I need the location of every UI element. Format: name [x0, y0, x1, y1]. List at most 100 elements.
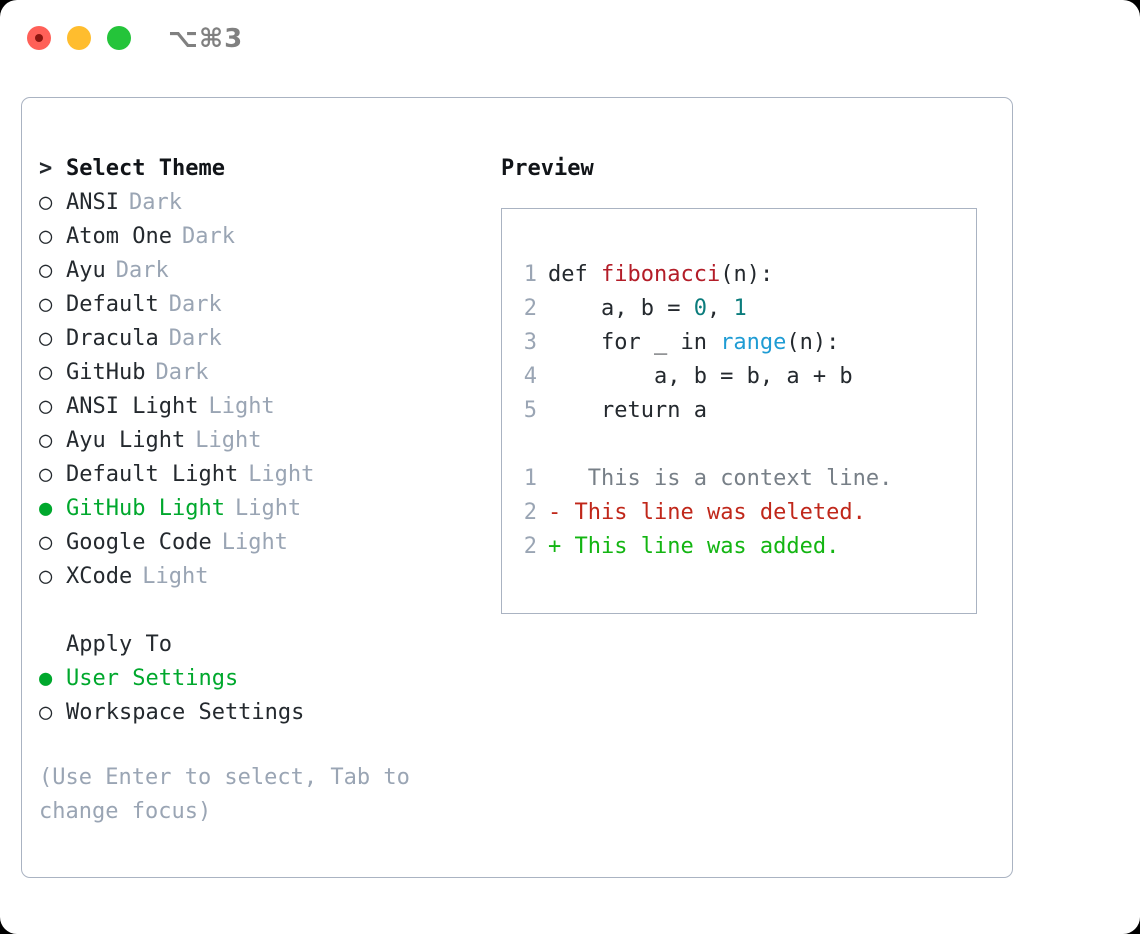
preview-code-box: 1 def fibonacci (n): 2 a, b = 0, 1 3 for _ i…: [501, 208, 977, 614]
apply-to-option-list: ●User Settings ○ Workspace Settings: [39, 662, 489, 730]
diff-line-number: 2: [523, 534, 537, 559]
theme-option-variant-badge: Light: [142, 564, 209, 589]
diff-line-content: This line was deleted.: [561, 500, 866, 525]
theme-option-label: Dracula: [66, 326, 159, 351]
keyboard-shortcut-label: ⌥⌘3: [168, 24, 244, 54]
theme-option-variant-badge: Dark: [168, 292, 222, 317]
diff-line-context: 1 This is a context line.: [502, 462, 976, 496]
radio-selected-icon[interactable]: ●: [39, 496, 53, 521]
theme-option-variant-badge: Dark: [128, 190, 182, 215]
apply-to-option-user-settings[interactable]: ●User Settings: [39, 662, 489, 696]
theme-option-variant-badge: Dark: [155, 360, 209, 385]
code-token-plain: a, b =: [548, 296, 694, 321]
code-line-number: 5: [523, 398, 537, 423]
radio-unselected-icon[interactable]: ○: [39, 258, 53, 283]
radio-unselected-icon[interactable]: ○: [39, 224, 53, 249]
close-button-icon[interactable]: [27, 26, 51, 50]
radio-unselected-icon[interactable]: ○: [39, 292, 53, 317]
code-line-number: 1: [523, 262, 537, 287]
code-token-num: 0: [693, 296, 707, 321]
code-token-fn: fibonacci: [600, 262, 721, 287]
radio-unselected-icon[interactable]: ○: [39, 394, 53, 419]
apply-to-heading-indent: ○: [39, 628, 66, 662]
theme-option-variant-badge: Dark: [181, 224, 235, 249]
theme-option-variant-badge: Light: [221, 530, 288, 555]
theme-option-google-code[interactable]: ○ Google Code Light: [39, 526, 489, 560]
radio-unselected-icon[interactable]: ○: [39, 700, 53, 725]
theme-option-github[interactable]: ○ GitHub Dark: [39, 356, 489, 390]
theme-option-variant-badge: Light: [248, 462, 315, 487]
minimize-button-icon[interactable]: [67, 26, 91, 50]
select-theme-heading: > Select Theme: [39, 152, 489, 186]
code-line: 5 return a: [502, 394, 976, 428]
radio-unselected-icon[interactable]: ○: [39, 360, 53, 385]
select-theme-heading-label: Select Theme: [66, 156, 225, 181]
code-token-plain: (n):: [786, 330, 840, 355]
radio-unselected-icon[interactable]: ○: [39, 462, 53, 487]
radio-unselected-icon[interactable]: ○: [39, 190, 53, 215]
diff-line-del: 2- This line was deleted.: [502, 496, 976, 530]
code-sample: 1 def fibonacci (n): 2 a, b = 0, 1 3 for _ i…: [502, 258, 976, 428]
maximize-button-icon[interactable]: [107, 26, 131, 50]
diff-line-content: This line was added.: [561, 534, 840, 559]
code-token-plain: a, b = b, a + b: [548, 364, 853, 389]
radio-unselected-icon[interactable]: ○: [39, 530, 53, 555]
radio-unselected-icon[interactable]: ○: [39, 564, 53, 589]
prompt-caret-icon: >: [39, 156, 53, 181]
title-bar: ⌥⌘3: [0, 0, 1140, 78]
diff-line-add: 2+ This line was added.: [502, 530, 976, 564]
apply-to-option-workspace-settings[interactable]: ○ Workspace Settings: [39, 696, 489, 730]
diff-sign-del: -: [548, 500, 562, 525]
diff-line-number: 2: [523, 500, 537, 525]
preview-panel: Preview 1 def fibonacci (n): 2 a, b = 0, 1 3…: [501, 152, 981, 614]
theme-option-atom-one[interactable]: ○ Atom One Dark: [39, 220, 489, 254]
code-token-plain: def: [548, 262, 601, 287]
code-diff-spacer: [502, 428, 976, 462]
code-line-number: 3: [523, 330, 537, 355]
theme-option-default[interactable]: ○ Default Dark: [39, 288, 489, 322]
apply-to-heading: ○Apply To: [39, 628, 489, 662]
preview-title: Preview: [501, 156, 594, 181]
list-spacer: [39, 594, 489, 628]
diff-line-content: This is a context line.: [561, 466, 893, 491]
apply-to-option-label: Workspace Settings: [66, 700, 305, 725]
theme-option-label: ANSI Light: [66, 394, 199, 419]
diff-sign-context: [548, 462, 561, 496]
theme-option-label: GitHub Light: [66, 496, 225, 521]
theme-option-label: Atom One: [66, 224, 172, 249]
radio-selected-icon[interactable]: ●: [39, 666, 53, 691]
theme-option-label: Default: [66, 292, 159, 317]
theme-option-variant-badge: Dark: [115, 258, 169, 283]
keyboard-hint-text: (Use Enter to select, Tab to change focu…: [39, 765, 410, 824]
theme-option-ansi-light[interactable]: ○ ANSI Light Light: [39, 390, 489, 424]
theme-option-variant-badge: Light: [208, 394, 275, 419]
apply-to-heading-label: Apply To: [66, 632, 172, 657]
code-line-number: 2: [523, 296, 537, 321]
code-line-content: return a: [548, 394, 707, 428]
code-token-num: 1: [733, 296, 747, 321]
theme-option-label: XCode: [66, 564, 133, 589]
theme-option-label: Google Code: [66, 530, 212, 555]
code-line: 2 a, b = 0, 1: [502, 292, 976, 326]
window-controls: [27, 26, 131, 50]
radio-unselected-icon[interactable]: ○: [39, 428, 53, 453]
code-line-content: for _ in range(n):: [548, 326, 839, 360]
diff-sample: 1 This is a context line.2- This line wa…: [502, 462, 976, 564]
code-line-content: a, b = 0, 1: [548, 292, 747, 326]
theme-option-label: GitHub: [66, 360, 146, 385]
theme-option-variant-badge: Light: [195, 428, 262, 453]
radio-unselected-icon[interactable]: ○: [39, 326, 53, 351]
theme-option-xcode[interactable]: ○ XCode Light: [39, 560, 489, 594]
code-line-number: 4: [523, 364, 537, 389]
